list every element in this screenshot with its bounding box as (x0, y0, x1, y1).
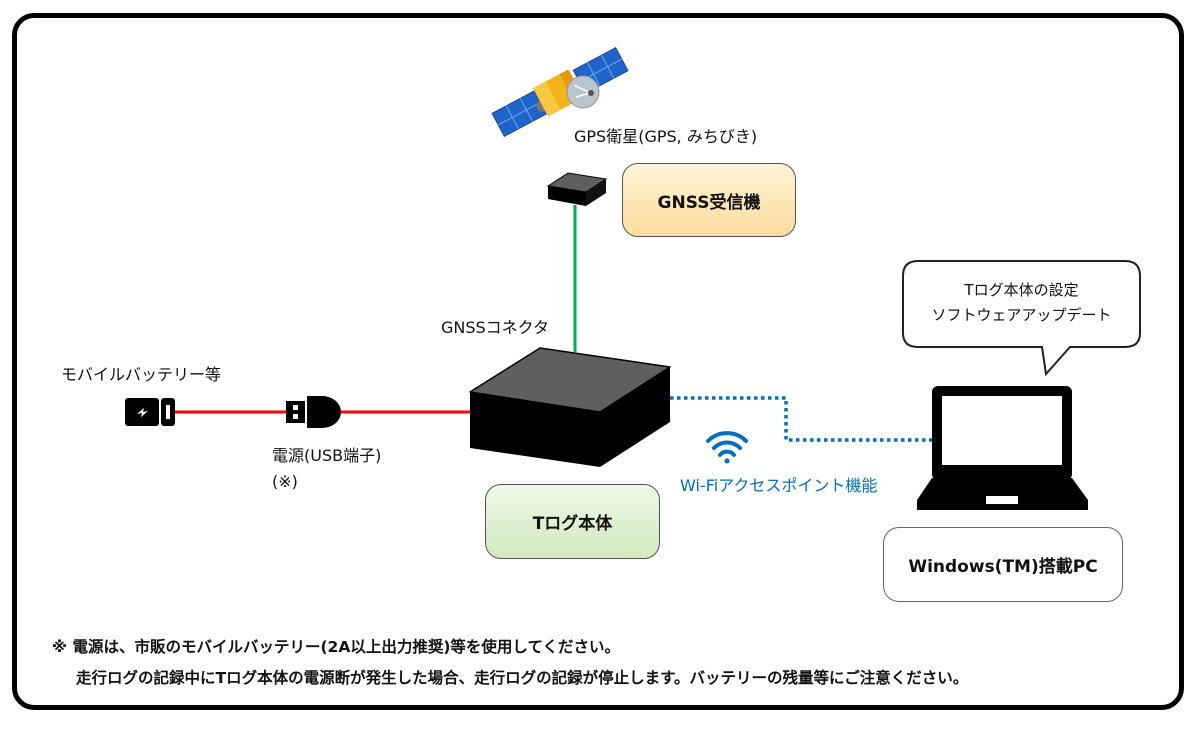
diagram-frame (12, 13, 1184, 710)
bubble-line-2: ソフトウェアアップデート (931, 306, 1112, 324)
battery-icon (125, 398, 175, 426)
antenna-icon (546, 172, 608, 206)
usb-note-label: (※) (272, 472, 298, 491)
pc-box: Windows(TM)搭載PC (883, 527, 1123, 602)
gnss-receiver-box: GNSS受信機 (622, 163, 796, 237)
device-box-icon (469, 347, 671, 467)
note-line-2: 走行ログの記録中にTログ本体の電源断が発生した場合、走行ログの記録が停止します。… (76, 669, 969, 687)
bubble-text: Tログ本体の設定 ソフトウェアアップデート (903, 278, 1140, 328)
satellite-icon (491, 46, 629, 138)
battery-label: モバイルバッテリー等 (61, 365, 222, 384)
gnss-connector-label: GNSSコネクタ (441, 318, 550, 337)
wifi-icon (706, 431, 748, 464)
note-line-1: ※ 電源は、市販のモバイルバッテリー(2A以上出力推奨)等を使用してください。 (52, 638, 620, 656)
usb-plug-icon (286, 396, 341, 428)
tlog-device-box: Tログ本体 (485, 484, 660, 559)
satellite-label: GPS衛星(GPS, みちびき) (574, 127, 758, 146)
bubble-line-1: Tログ本体の設定 (964, 281, 1079, 299)
laptop-icon (917, 386, 1088, 510)
notes: ※ 電源は、市販のモバイルバッテリー(2A以上出力推奨)等を使用してください。 … (52, 632, 968, 694)
usb-label: 電源(USB端子) (272, 446, 382, 465)
wifi-link (670, 396, 932, 442)
wifi-label: Wi-Fiアクセスポイント機能 (680, 476, 878, 495)
speech-bubble (902, 260, 1141, 377)
